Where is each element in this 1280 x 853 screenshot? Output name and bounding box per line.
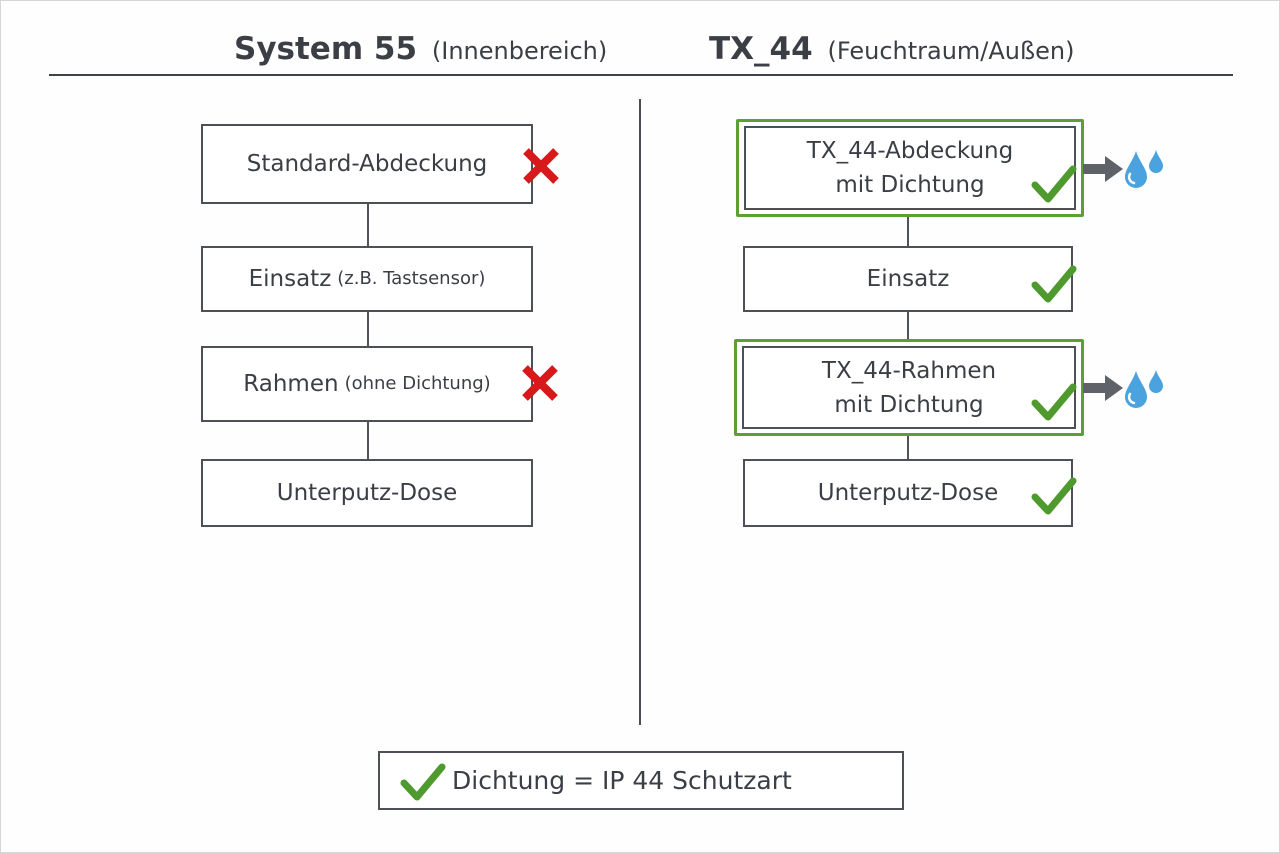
column-divider	[639, 99, 641, 725]
left-box-flush-box-label: Unterputz-Dose	[276, 480, 458, 506]
arrow-right-icon	[1083, 375, 1123, 401]
right-box-cover-line2: mit Dichtung	[835, 172, 985, 198]
cross-icon	[522, 365, 558, 401]
left-column-header: System 55 (Innenbereich)	[234, 29, 607, 69]
connector-line	[907, 435, 909, 459]
connector-line	[367, 311, 369, 347]
left-box-frame: Rahmen(ohne Dichtung)	[201, 346, 533, 422]
right-box-frame: TX_44-Rahmen mit Dichtung	[742, 346, 1076, 429]
right-box-cover-line1: TX_44-Abdeckung	[806, 138, 1014, 164]
left-box-insert-label: Einsatz	[248, 266, 332, 292]
check-icon	[1031, 383, 1077, 421]
right-box-insert-label: Einsatz	[866, 266, 950, 292]
check-icon	[1031, 477, 1077, 515]
legend-text: Dichtung = IP 44 Schutzart	[452, 766, 792, 795]
check-icon	[1031, 265, 1077, 303]
connector-line	[907, 215, 909, 247]
left-box-frame-sublabel: (ohne Dichtung)	[344, 373, 491, 394]
connector-line	[367, 421, 369, 459]
right-box-cover: TX_44-Abdeckung mit Dichtung	[744, 126, 1076, 210]
water-drops-icon	[1125, 370, 1163, 408]
left-box-flush-box: Unterputz-Dose	[201, 459, 533, 527]
left-box-frame-label: Rahmen	[243, 371, 339, 397]
water-drops-icon	[1125, 150, 1163, 188]
check-icon	[400, 763, 446, 801]
right-box-insert: Einsatz	[743, 246, 1073, 312]
arrow-right-icon	[1083, 156, 1123, 182]
connector-line	[907, 311, 909, 341]
left-box-cover-label: Standard-Abdeckung	[246, 151, 488, 177]
left-box-cover: Standard-Abdeckung	[201, 124, 533, 204]
cross-icon	[523, 148, 559, 184]
right-column-subtitle: (Feuchtraum/Außen)	[827, 37, 1075, 65]
right-box-flush-box-label: Unterputz-Dose	[817, 480, 999, 506]
check-icon	[1031, 165, 1077, 203]
header-rule	[49, 74, 1233, 76]
right-column-header: TX_44 (Feuchtraum/Außen)	[709, 29, 1074, 69]
left-box-insert-sublabel: (z.B. Tastsensor)	[337, 268, 486, 289]
left-column-title: System 55	[234, 31, 418, 67]
right-box-flush-box: Unterputz-Dose	[743, 459, 1073, 527]
connector-line	[367, 203, 369, 247]
right-box-frame-line2: mit Dichtung	[834, 391, 984, 418]
right-box-frame-line1: TX_44-Rahmen	[821, 357, 997, 384]
legend-box: Dichtung = IP 44 Schutzart	[378, 751, 904, 810]
left-box-insert: Einsatz(z.B. Tastsensor)	[201, 246, 533, 312]
left-column-subtitle: (Innenbereich)	[431, 37, 608, 65]
right-column-title: TX_44	[709, 31, 813, 67]
